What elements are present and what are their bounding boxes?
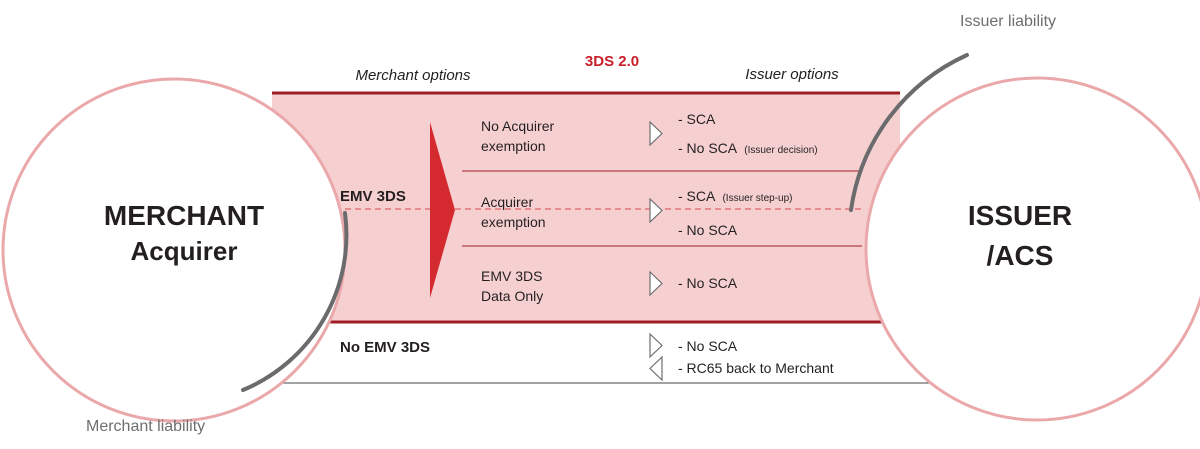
outcome-sca-step-up: - SCA (Issuer step-up)	[678, 188, 793, 204]
outcome-no-sca: - No SCA	[678, 338, 738, 354]
option-line: exemption	[481, 138, 546, 154]
outcome-no-sca: - No SCA (Issuer decision)	[678, 140, 818, 156]
issuer-title: ISSUER	[968, 200, 1072, 231]
outcome-text: - No SCA	[678, 338, 738, 354]
issuer-options-label: Issuer options	[745, 66, 839, 83]
outcome-text: - SCA	[678, 111, 716, 127]
option-emv-3ds-data-only: EMV 3DS Data Only	[481, 268, 546, 304]
issuer-liability-arc	[849, 53, 969, 212]
no-emv-3ds-label: No EMV 3DS	[340, 339, 430, 356]
acs-title: /ACS	[987, 240, 1054, 271]
merchant-options-label: Merchant options	[355, 67, 471, 84]
issuer-circle	[864, 76, 1200, 422]
option-line: Data Only	[481, 288, 543, 304]
outcome-note: (Issuer decision)	[744, 145, 817, 156]
outcome-text: - No SCA	[678, 222, 738, 238]
merchant-liability-arc	[241, 211, 349, 392]
option-line: exemption	[481, 214, 546, 230]
option-no-acquirer-exemption: No Acquirer exemption	[481, 118, 558, 154]
outcome-rc65: - RC65 back to Merchant	[678, 360, 834, 376]
issuer-outcome-arrow-icon	[649, 120, 663, 147]
emv-3ds-label: EMV 3DS	[340, 188, 406, 205]
emv-3ds-band	[272, 93, 900, 322]
outcome-note: (Issuer step-up)	[722, 193, 792, 204]
issuer-outcome-arrow-icon	[649, 332, 663, 359]
emv-3ds-arrow	[430, 122, 455, 298]
issuer-outcome-arrow-icon	[649, 270, 663, 297]
outcome-no-sca: - No SCA	[678, 222, 738, 238]
diagram-title: 3DS 2.0	[585, 53, 639, 70]
acquirer-title: Acquirer	[131, 236, 238, 266]
merchant-liability-label: Merchant liability	[86, 418, 205, 435]
issuer-liability-label: Issuer liability	[960, 13, 1056, 30]
outcome-text: - RC65 back to Merchant	[678, 360, 834, 376]
outcome-text: - No SCA	[678, 140, 738, 156]
outcome-text: - SCA	[678, 188, 716, 204]
merchant-title: MERCHANT	[104, 200, 264, 231]
option-line: No Acquirer	[481, 118, 554, 134]
outcome-sca: - SCA	[678, 111, 716, 127]
back-to-merchant-arrow-icon	[649, 355, 663, 382]
option-line: Acquirer	[481, 194, 533, 210]
outcome-text: - No SCA	[678, 275, 738, 291]
option-line: EMV 3DS	[481, 268, 542, 284]
outcome-no-sca: - No SCA	[678, 275, 738, 291]
option-acquirer-exemption: Acquirer exemption	[481, 194, 546, 230]
issuer-outcome-arrow-icon	[649, 197, 663, 224]
